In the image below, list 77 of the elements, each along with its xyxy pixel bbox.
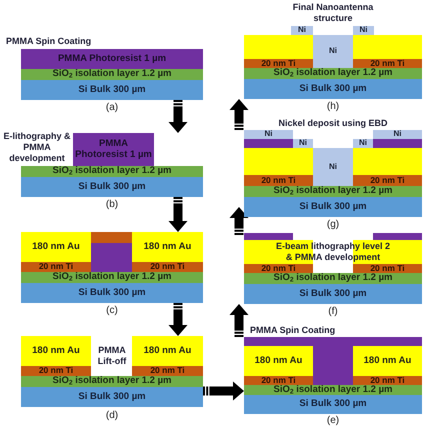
- nickel-deposit: Ni: [293, 139, 313, 148]
- step-heading: Nickel deposit using EBD: [278, 118, 388, 129]
- step-heading: Final Nanoantenna structure: [292, 2, 374, 24]
- pmma-layer: [244, 233, 293, 240]
- titanium-layer: 20 nm Ti: [244, 59, 313, 68]
- oxide-layer: SiO$_{2}$ isolation layer 1.2 µm: [21, 272, 203, 283]
- titanium-layer: 20 nm Ti: [21, 262, 91, 272]
- titanium-layer: 20 nm Ti: [21, 366, 91, 376]
- oxide-layer: SiO$_{2}$ isolation layer 1.2 µm: [21, 69, 203, 80]
- au-metal-layer: 180 nm Au: [21, 336, 91, 366]
- titanium-layer: 20 nm Ti: [353, 175, 422, 186]
- step-label: (e): [326, 415, 340, 427]
- silicon-substrate: Si Bulk 300 µm: [244, 79, 422, 99]
- step-label: (b): [106, 199, 118, 211]
- titanium-layer: 20 nm Ti: [353, 59, 422, 68]
- silicon-substrate: Si Bulk 300 µm: [244, 197, 422, 217]
- silicon-substrate: Si Bulk 300 µm: [21, 387, 203, 407]
- nickel-deposit: Ni: [291, 26, 313, 35]
- pmma-layer: [313, 346, 353, 385]
- step-heading: PMMA Spin Coating: [250, 325, 336, 336]
- step-label: (h): [326, 101, 340, 113]
- pmma-layer: PMMA Photoresist 1 µm: [73, 133, 154, 166]
- nickel-deposit: Ni: [244, 130, 293, 139]
- silicon-substrate: Si Bulk 300 µm: [21, 80, 203, 100]
- step-label: (a): [106, 102, 118, 114]
- pmma-layer: [91, 243, 132, 272]
- nickel-deposit: Ni: [313, 148, 353, 186]
- titanium-layer: 20 nm Ti: [353, 264, 422, 273]
- silicon-substrate: Si Bulk 300 µm: [21, 283, 203, 303]
- arrow: [203, 382, 244, 400]
- oxide-layer: SiO$_{2}$ isolation layer 1.2 µm: [244, 273, 422, 284]
- oxide-layer: SiO$_{2}$ isolation layer 1.2 µm: [244, 385, 422, 395]
- au-metal-layer: 180 nm Au: [244, 346, 313, 376]
- oxide-layer: SiO$_{2}$ isolation layer 1.2 µm: [244, 68, 422, 79]
- titanium-layer: 20 nm Ti: [244, 376, 313, 385]
- au-metal-layer: [353, 148, 422, 175]
- step-heading: PMMA Spin Coating: [6, 36, 92, 47]
- au-metal-layer: 180 nm Au: [132, 336, 203, 366]
- oxide-layer: SiO$_{2}$ isolation layer 1.2 µm: [21, 166, 203, 177]
- step-label: (g): [326, 219, 340, 231]
- au-metal-layer: [244, 148, 313, 175]
- pmma-layer: PMMA Photoresist 1 µm: [21, 49, 203, 69]
- silicon-substrate: Si Bulk 300 µm: [244, 284, 422, 304]
- pmma-layer: [373, 139, 422, 148]
- nickel-deposit: Ni: [313, 35, 353, 68]
- nickel-deposit: Ni: [353, 26, 374, 35]
- silicon-substrate: Si Bulk 300 µm: [21, 177, 203, 197]
- oxide-layer: SiO$_{2}$ isolation layer 1.2 µm: [21, 376, 203, 387]
- arrow: [168, 303, 188, 336]
- titanium-layer: 20 nm Ti: [244, 264, 313, 273]
- pmma-layer: [244, 337, 422, 346]
- titanium-layer: 20 nm Ti: [132, 366, 203, 376]
- arrow: [230, 99, 248, 130]
- arrow: [230, 304, 248, 337]
- arrow: [230, 207, 248, 235]
- silicon-substrate: Si Bulk 300 µm: [244, 395, 422, 414]
- titanium-layer: [91, 232, 132, 243]
- nickel-deposit: Ni: [353, 139, 373, 148]
- titanium-layer: 20 nm Ti: [353, 376, 422, 385]
- step-heading: E-lithography & PMMA development: [2, 131, 72, 164]
- step-label: (d): [106, 410, 118, 422]
- au-metal-layer: 180 nm Au: [21, 232, 91, 262]
- au-metal-layer: [244, 35, 313, 59]
- titanium-layer: 20 nm Ti: [132, 262, 203, 272]
- arrow: [168, 197, 188, 232]
- arrow: [168, 100, 188, 133]
- pmma-layer: [373, 233, 422, 240]
- step-label: (c): [106, 305, 118, 317]
- au-metal-layer: 180 nm Au: [132, 232, 203, 262]
- step-heading: PMMA Lift-off: [96, 345, 128, 367]
- nickel-deposit: Ni: [373, 130, 422, 139]
- au-metal-layer: 180 nm Au: [353, 346, 422, 376]
- titanium-layer: 20 nm Ti: [244, 175, 313, 186]
- step-label: (f): [328, 306, 338, 318]
- pmma-layer: [244, 139, 293, 148]
- oxide-layer: SiO$_{2}$ isolation layer 1.2 µm: [244, 186, 422, 197]
- au-metal-layer: [353, 35, 422, 59]
